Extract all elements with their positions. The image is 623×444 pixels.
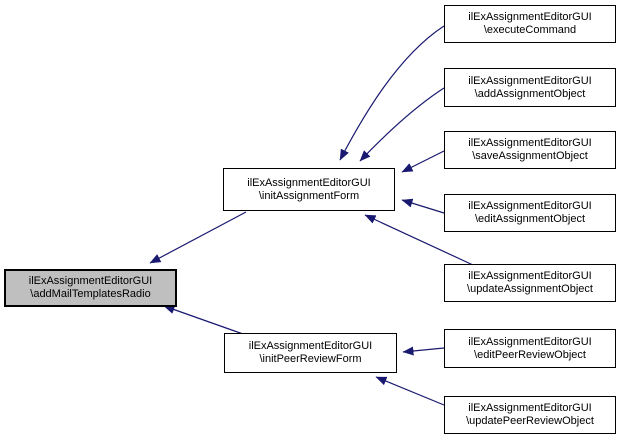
edge-executeCommand-to-initAssignmentForm bbox=[339, 25, 445, 161]
node-label: \addAssignmentObject bbox=[474, 87, 586, 100]
node-label: ilExAssignmentEditorGUI bbox=[247, 176, 371, 189]
node-label: ilExAssignmentEditorGUI bbox=[468, 270, 592, 282]
node-label: ilExAssignmentEditorGUI bbox=[468, 137, 592, 149]
node-label: ilExAssignmentEditorGUI bbox=[468, 11, 592, 23]
node-label: \updatePeerReviewObject bbox=[466, 415, 594, 427]
node-label: ilExAssignmentEditorGUI bbox=[468, 335, 592, 348]
edge-editPeerReviewObject-to-initPeerReviewForm bbox=[402, 346, 445, 356]
node-updateAssignmentObject[interactable]: ilExAssignmentEditorGUI\updateAssignment… bbox=[444, 264, 616, 302]
node-updatePeerReviewObject[interactable]: ilExAssignmentEditorGUI\updatePeerReview… bbox=[444, 396, 616, 434]
edge-editAssignmentObject-to-initAssignmentForm bbox=[401, 198, 445, 214]
node-label: \editAssignmentObject bbox=[474, 213, 586, 225]
node-label: \executeCommand bbox=[483, 24, 577, 36]
edge-initAssignmentForm-to-addMailTemplatesRadio bbox=[149, 211, 247, 264]
node-label: ilExAssignmentEditorGUI bbox=[28, 275, 153, 287]
edge-addAssignmentObject-to-initAssignmentForm bbox=[359, 87, 445, 162]
node-label: \updateAssignmentObject bbox=[467, 283, 593, 295]
edge-saveAssignmentObject-to-initAssignmentForm bbox=[401, 150, 445, 173]
node-initAssignmentForm[interactable]: ilExAssignmentEditorGUI\initAssignmentFo… bbox=[223, 168, 395, 211]
node-saveAssignmentObject[interactable]: ilExAssignmentEditorGUI\saveAssignmentOb… bbox=[444, 131, 616, 169]
node-label: \editPeerReviewObject bbox=[474, 348, 586, 361]
node-executeCommand[interactable]: ilExAssignmentEditorGUI\executeCommand bbox=[444, 5, 616, 43]
node-label: \initAssignmentForm bbox=[258, 189, 360, 202]
node-label: \initPeerReviewForm bbox=[259, 353, 362, 365]
node-addMailTemplatesRadio[interactable]: ilExAssignmentEditorGUI\addMailTemplates… bbox=[4, 269, 177, 307]
edge-initPeerReviewForm-to-addMailTemplatesRadio bbox=[163, 305, 244, 335]
node-label: ilExAssignmentEditorGUI bbox=[468, 74, 592, 87]
node-label: ilExAssignmentEditorGUI bbox=[248, 340, 373, 352]
node-label: ilExAssignmentEditorGUI bbox=[468, 200, 592, 212]
node-label: \addMailTemplatesRadio bbox=[30, 288, 151, 300]
node-editPeerReviewObject[interactable]: ilExAssignmentEditorGUI\editPeerReviewOb… bbox=[444, 329, 616, 368]
node-label: ilExAssignmentEditorGUI bbox=[468, 402, 592, 414]
edge-updatePeerReviewObject-to-initPeerReviewForm bbox=[375, 376, 445, 406]
node-addAssignmentObject[interactable]: ilExAssignmentEditorGUI\addAssignmentObj… bbox=[444, 68, 616, 107]
node-label: \saveAssignmentObject bbox=[472, 150, 588, 162]
node-editAssignmentObject[interactable]: ilExAssignmentEditorGUI\editAssignmentOb… bbox=[444, 194, 616, 232]
node-initPeerReviewForm[interactable]: ilExAssignmentEditorGUI\initPeerReviewFo… bbox=[224, 333, 397, 373]
